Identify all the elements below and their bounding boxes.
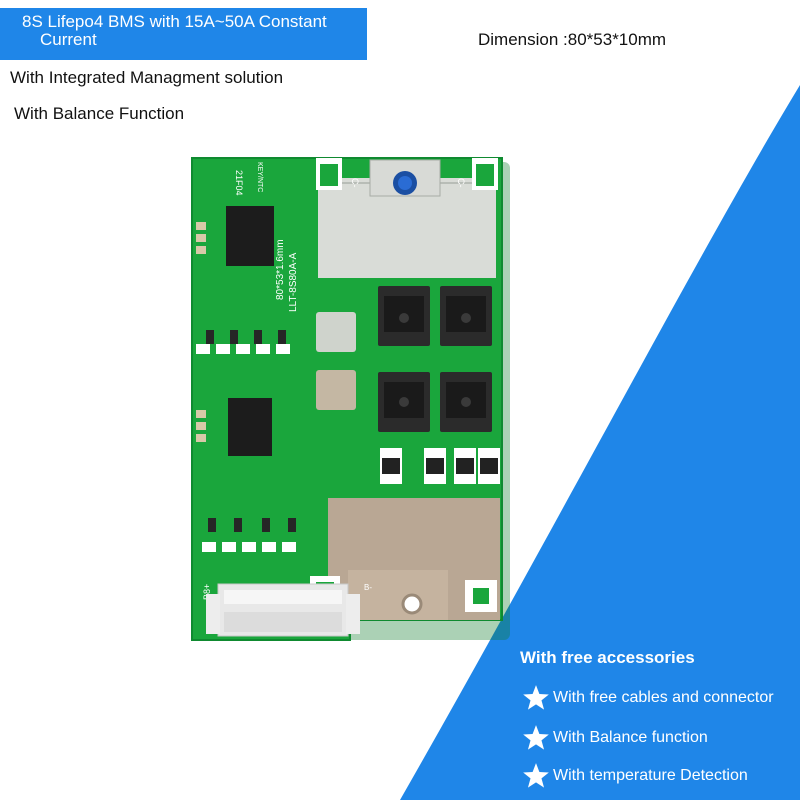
star-icon	[523, 685, 549, 710]
dimension-text: Dimension :80*53*10mm	[478, 30, 667, 49]
board-size-label: 80*53*1.6mm	[275, 239, 286, 300]
label-c-minus-1: C-	[350, 178, 360, 188]
star-icon	[523, 763, 549, 788]
accessory-item-balance: With Balance function	[522, 724, 708, 752]
board-key-label: KEY/NTC	[256, 162, 263, 192]
shunt-resistors	[380, 448, 500, 484]
board-model-label: LLT-8S80A-A	[288, 252, 299, 312]
title-line-2: Current	[40, 30, 97, 49]
ic-chip-bottom	[228, 398, 272, 456]
board-code-label: 21F04	[234, 170, 244, 196]
mosfet-group-top	[378, 286, 492, 346]
balance-connector	[206, 583, 360, 637]
label-c-minus-2: C-	[456, 178, 466, 188]
ic-chip-top	[226, 206, 274, 266]
mounting-hole-bottom	[401, 593, 423, 615]
star-icon	[523, 725, 549, 750]
accessory-item-cables: With free cables and connector	[522, 684, 774, 712]
label-b8-plus: B8+	[202, 584, 212, 600]
accessory-text-temperature: With temperature Detection	[553, 767, 748, 784]
product-title-box: 8S Lifepo4 BMS with 15A~50A Constant Cur…	[0, 8, 367, 60]
mosfet-group-bottom	[378, 372, 492, 432]
accessory-item-temperature: With temperature Detection	[522, 762, 748, 790]
feature-integrated: With Integrated Managment solution	[10, 68, 284, 87]
title-line-1: 8S Lifepo4 BMS with 15A~50A Constant	[22, 12, 327, 31]
accessory-text-balance: With Balance function	[553, 729, 708, 746]
label-b-minus: B-	[364, 583, 372, 592]
feature-balance: With Balance Function	[14, 104, 185, 123]
accessories-title: With free accessories	[520, 648, 695, 667]
accessory-text-cables: With free cables and connector	[553, 689, 774, 706]
